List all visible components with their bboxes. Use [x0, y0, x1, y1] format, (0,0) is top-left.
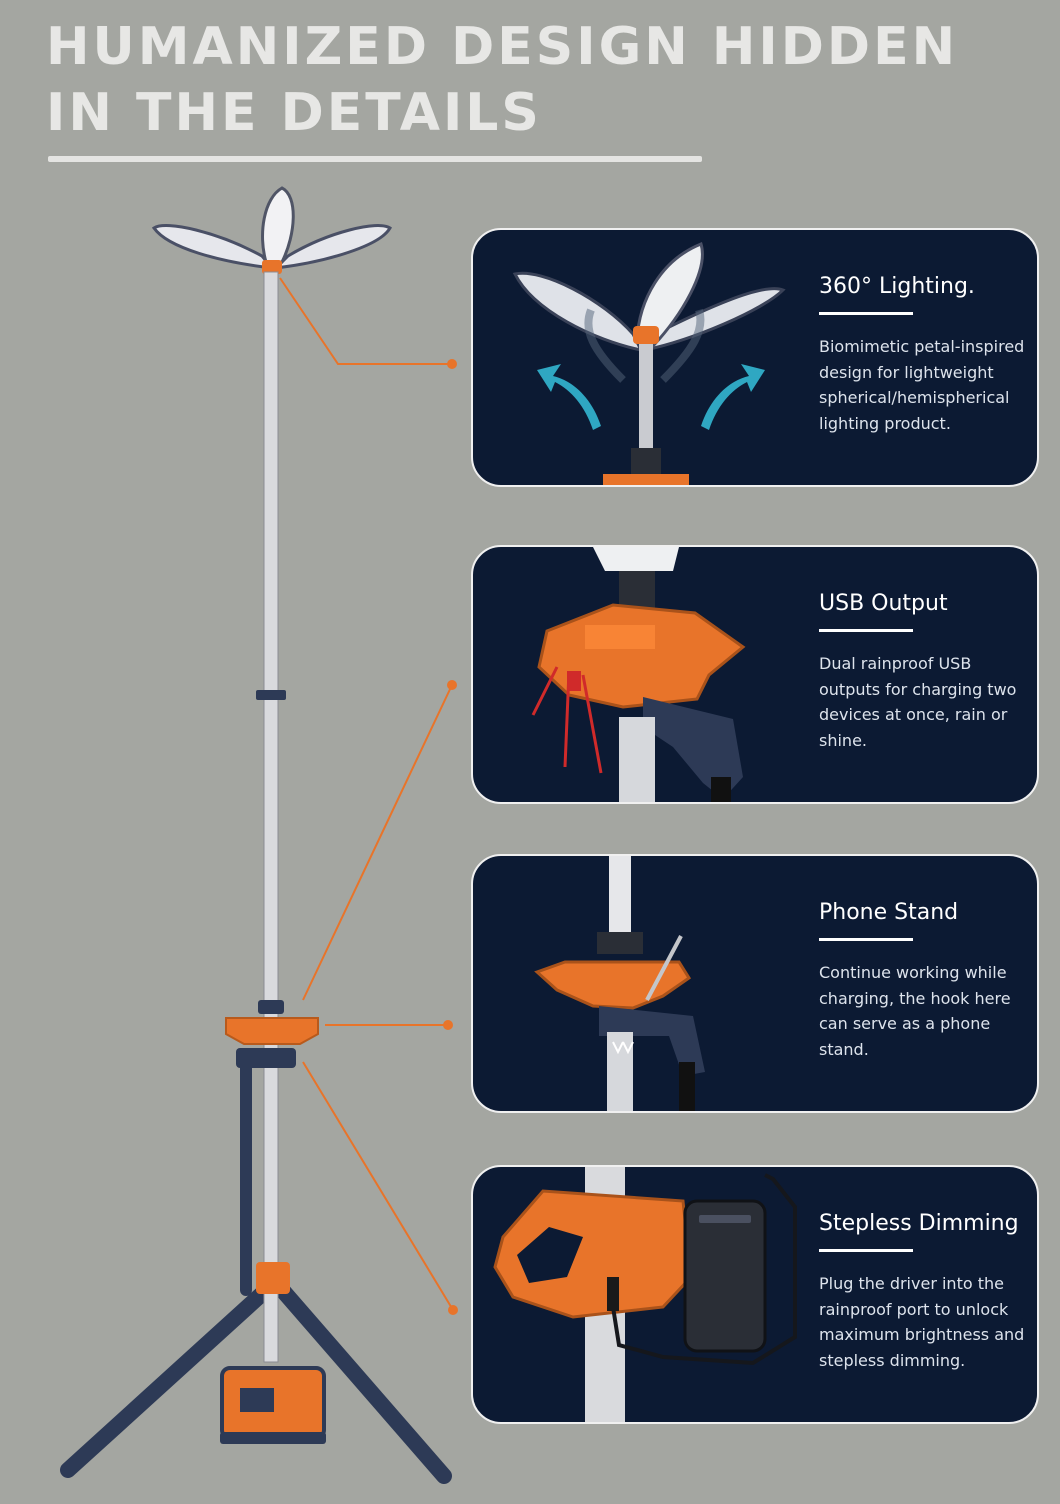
center-collar [225, 1017, 319, 1294]
lamp-head [151, 186, 392, 274]
headline-line-1: HUMANIZED DESIGN HIDDEN [46, 17, 959, 77]
feature-card-phone-stand: Phone Stand Continue working while charg… [471, 854, 1039, 1113]
headline-underline [48, 156, 702, 162]
feature-card-stepless-dimming: Stepless Dimming Plug the driver into th… [471, 1165, 1039, 1424]
feature-title: USB Output [819, 591, 948, 616]
feature-description: Dual rainproof USB outputs for charging … [819, 654, 1017, 750]
tripod-legs [60, 1052, 452, 1484]
feature-description: Plug the driver into the rainproof port … [819, 1274, 1025, 1370]
dimmer-driver-closeup [493, 1167, 797, 1422]
feature-card-usb-output: USB Output Dual rainproof USB outputs fo… [471, 545, 1039, 804]
feature-title-underline [819, 629, 913, 632]
phone-stand-closeup [534, 856, 705, 1111]
callout-lines [279, 277, 454, 1311]
feature-description: Biomimetic petal-inspired design for lig… [819, 337, 1025, 433]
feature-title: 360° Lighting. [819, 274, 975, 299]
feature-title: Stepless Dimming [819, 1211, 1019, 1236]
feature-title: Phone Stand [819, 900, 959, 925]
battery-base [220, 1366, 326, 1444]
feature-card-360-lighting: 360° Lighting. Biomimetic petal-inspired… [471, 228, 1039, 487]
headline: HUMANIZED DESIGN HIDDEN IN THE DETAILS [46, 14, 958, 146]
feature-title-underline [819, 312, 913, 315]
usb-port-closeup [531, 547, 746, 802]
feature-title-underline [819, 1249, 913, 1252]
headline-line-2: IN THE DETAILS [46, 83, 542, 143]
feature-description: Continue working while charging, the hoo… [819, 963, 1011, 1059]
petal-lamp-closeup [512, 242, 786, 485]
feature-title-underline [819, 938, 913, 941]
mast [236, 271, 296, 1363]
